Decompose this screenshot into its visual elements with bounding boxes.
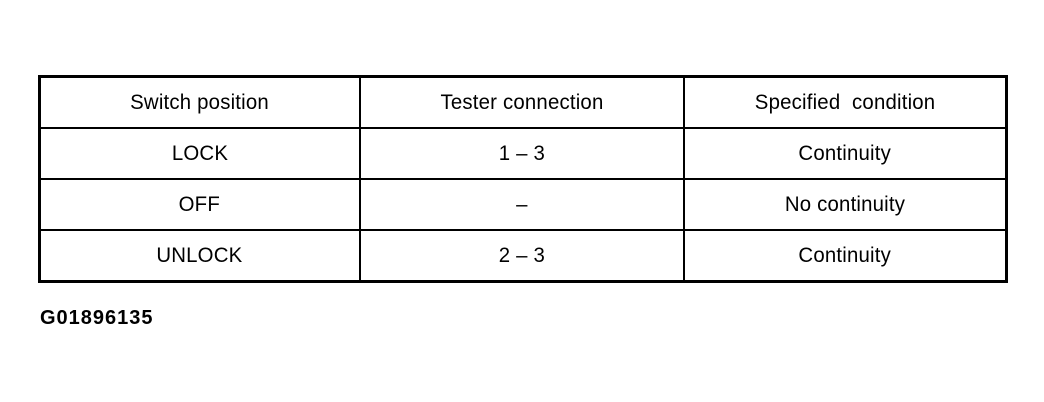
cell-switch-position: LOCK xyxy=(38,127,361,180)
cell-tester-connection: – xyxy=(358,178,685,231)
cell-switch-position: OFF xyxy=(38,178,361,231)
column-header-switch-position: Switch position xyxy=(38,75,361,129)
cell-specified-condition-value: Continuity xyxy=(798,243,892,267)
column-header-switch-position-label: Switch position xyxy=(130,90,270,114)
cell-specified-condition-value: No continuity xyxy=(784,192,905,216)
column-header-tester-connection: Tester connection xyxy=(358,75,685,129)
cell-tester-connection-value: – xyxy=(515,192,528,216)
column-header-tester-connection-label: Tester connection xyxy=(440,90,603,114)
cell-tester-connection-value: 2 – 3 xyxy=(498,243,545,267)
figure-reference-caption: G01896135 xyxy=(40,307,154,329)
cell-tester-connection-value: 1 – 3 xyxy=(498,141,545,165)
cell-switch-position: UNLOCK xyxy=(38,229,361,283)
cell-switch-position-value: LOCK xyxy=(171,141,228,165)
cell-specified-condition: Continuity xyxy=(682,127,1008,180)
switch-continuity-specification-table: Switch position Tester connection Specif… xyxy=(38,75,1008,283)
cell-specified-condition: No continuity xyxy=(682,178,1008,231)
table-body: LOCK 1 – 3 Continuity OFF – No continuit… xyxy=(38,127,1008,283)
column-header-specified-condition: Specified condition xyxy=(682,75,1008,129)
column-header-specified-condition-label: Specified condition xyxy=(754,90,936,114)
table-header-row: Switch position Tester connection Specif… xyxy=(38,75,1008,129)
table-row: UNLOCK 2 – 3 Continuity xyxy=(38,229,1008,283)
cell-tester-connection: 1 – 3 xyxy=(358,127,685,180)
cell-switch-position-value: OFF xyxy=(179,192,221,216)
cell-tester-connection: 2 – 3 xyxy=(358,229,685,283)
table-header: Switch position Tester connection Specif… xyxy=(38,75,1008,129)
cell-specified-condition-value: Continuity xyxy=(798,141,892,165)
cell-specified-condition: Continuity xyxy=(682,229,1008,283)
table-row: LOCK 1 – 3 Continuity xyxy=(38,127,1008,180)
table-row: OFF – No continuity xyxy=(38,178,1008,231)
cell-switch-position-value: UNLOCK xyxy=(156,243,243,267)
